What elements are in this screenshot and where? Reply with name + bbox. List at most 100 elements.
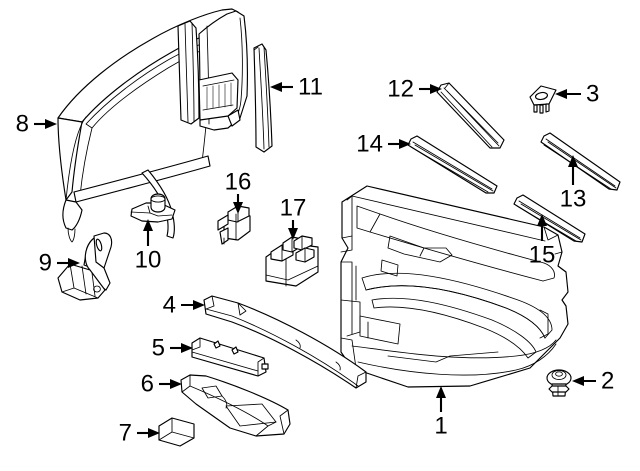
door-panel-pull-handle (387, 235, 453, 263)
door-panel-armrest-band-inner (365, 285, 546, 339)
callout-16-label: 16 (225, 168, 252, 195)
door-panel-right-tab-b (561, 299, 567, 307)
part-armrest-switch-bezel[interactable] (180, 374, 291, 437)
callout-2-arrowhead (572, 376, 584, 386)
callout-11-label: 11 (298, 73, 323, 100)
clip-10-crease (147, 205, 151, 214)
molding-4-notch-a-shape (237, 302, 247, 316)
clip-2-head-center (555, 371, 563, 377)
callout-12[interactable]: 12 (387, 75, 442, 102)
callout-2[interactable]: 2 (572, 367, 614, 394)
callout-16-arrowhead (233, 202, 243, 214)
endcap-5-lug-b (231, 346, 239, 355)
callout-4-arrowhead (193, 300, 205, 310)
clip-3-leg-c (545, 103, 550, 113)
endcap-5-left-end (191, 337, 201, 351)
callout-11[interactable]: 11 (270, 73, 323, 100)
part-bezel-insert-block[interactable] (158, 417, 195, 447)
b-pillar-applique-line-b (263, 46, 270, 148)
part-door-handle-bracket[interactable] (57, 232, 113, 301)
frame-front-inner-edge (65, 116, 87, 201)
callout-7-label: 7 (119, 419, 132, 446)
handle-bracket-rib-a (81, 265, 87, 295)
part-trim-end-cap[interactable] (191, 337, 269, 377)
callout-6-arrowhead (170, 379, 182, 389)
molding-4-left-end (205, 295, 215, 310)
callout-10[interactable]: 10 (135, 219, 162, 273)
handle-bracket-slot (95, 238, 103, 252)
door-panel-sweep-1 (379, 213, 545, 264)
callout-13-label: 13 (560, 185, 587, 212)
door-panel-switch-cutout (380, 259, 399, 277)
part-inner-belt-molding[interactable] (407, 135, 498, 194)
molding-4-notch-a (237, 302, 241, 316)
part-trim-panel-retainer-clip[interactable] (546, 369, 572, 397)
molding-4-right-end (355, 371, 367, 389)
callout-7-arrowhead (148, 428, 160, 438)
door-panel-left-lower (340, 337, 357, 369)
callout-9-arrowhead (68, 258, 80, 268)
part-window-frame-assembly[interactable] (57, 8, 248, 243)
door-panel-map-pocket (359, 315, 401, 345)
part-inner-belt-weatherstrip[interactable] (513, 194, 586, 243)
callout-16[interactable]: 16 (225, 168, 252, 214)
callout-4[interactable]: 4 (163, 291, 205, 318)
part-belt-weatherstrip-right[interactable] (540, 132, 621, 191)
b-pillar-applique-body (253, 43, 273, 153)
callout-13[interactable]: 13 (560, 155, 587, 212)
handle-bracket-base-edge (61, 287, 75, 293)
door-panel-sweep-2 (369, 231, 544, 282)
run-channel-teeth (206, 82, 232, 110)
part-door-trim-panel[interactable] (340, 185, 569, 388)
callout-1[interactable]: 1 (434, 386, 448, 439)
part-trim-fastener-clip[interactable] (130, 193, 176, 223)
callout-3-arrowhead (555, 89, 567, 99)
molding-4-inner-line (205, 308, 359, 387)
callout-9[interactable]: 9 (39, 249, 80, 276)
part-upper-belt-molding-outer[interactable] (436, 82, 505, 149)
door-panel-right-tab-c (554, 251, 563, 255)
door-panel-right-inner-edge (539, 309, 549, 339)
callout-8-label: 8 (16, 110, 29, 137)
callout-10-arrowhead (143, 219, 153, 231)
part-b-pillar-applique[interactable] (253, 43, 273, 153)
clip-3-leg-a (533, 104, 538, 113)
frame-center-bar-line-a (184, 23, 189, 123)
callout-6[interactable]: 6 (141, 370, 182, 397)
handle-bracket-hole (93, 285, 101, 293)
clip-10-stud-top (150, 195, 166, 203)
callout-1-arrowhead (436, 386, 446, 398)
callout-14[interactable]: 14 (356, 130, 411, 157)
part-master-window-switch[interactable] (265, 235, 319, 287)
callout-3[interactable]: 3 (555, 80, 599, 107)
endcap-5-right-end (257, 357, 265, 372)
part-lower-trim-molding[interactable] (203, 295, 367, 389)
callout-12-arrowhead (430, 84, 442, 94)
bezel-6-right-inner (267, 421, 277, 427)
door-panel-armrest-recess (371, 297, 537, 359)
callout-8[interactable]: 8 (16, 110, 57, 137)
callout-6-label: 6 (141, 370, 154, 397)
callout-15[interactable]: 15 (529, 214, 556, 268)
callout-12-label: 12 (387, 75, 414, 102)
door-panel-pull-crease (419, 247, 425, 257)
part-upper-trim-clip[interactable] (529, 85, 557, 114)
bezel-6-inner-sweep (189, 385, 269, 437)
callout-7[interactable]: 7 (119, 419, 160, 446)
door-panel-top-right-corner (543, 226, 559, 241)
part-single-window-switch[interactable] (217, 205, 251, 245)
door-panel-lower-crease-2 (357, 343, 557, 376)
bezel-6-right-end (279, 409, 289, 435)
clip-10-stud (150, 193, 166, 213)
callout-5[interactable]: 5 (152, 334, 193, 361)
callout-14-arrowhead (399, 139, 411, 149)
clip-2-collar (548, 385, 570, 393)
frame-belt-bar (73, 155, 211, 203)
callout-17[interactable]: 17 (280, 194, 307, 240)
callout-15-label: 15 (529, 241, 556, 268)
switch-16-connector-tab (219, 227, 229, 245)
handle-bracket-rib-b (91, 272, 96, 297)
b-pillar-applique-top-notch (253, 46, 259, 51)
callout-1-label: 1 (434, 412, 447, 439)
